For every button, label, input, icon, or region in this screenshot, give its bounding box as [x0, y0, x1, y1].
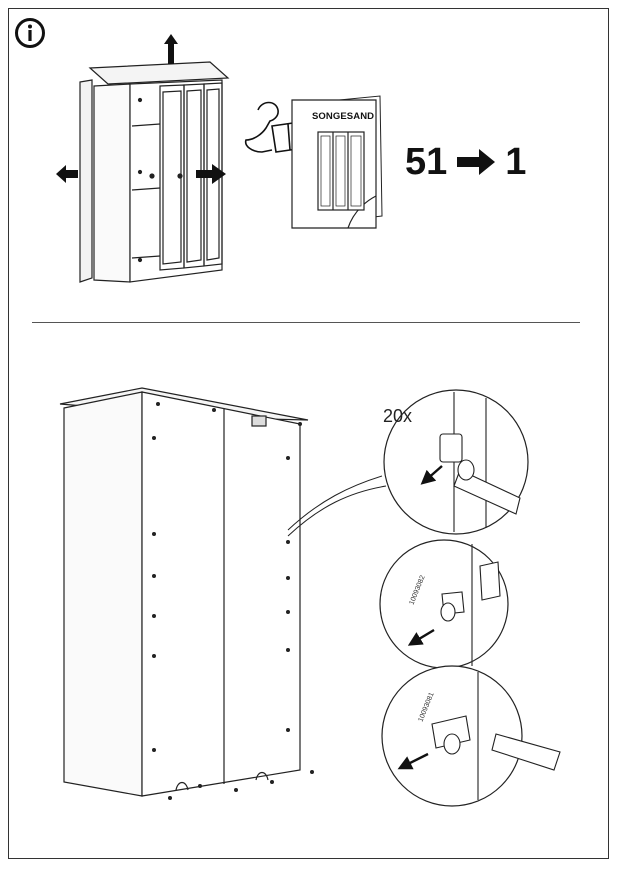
arrow-right-icon — [196, 164, 226, 184]
step-from: 51 — [405, 140, 448, 183]
arrow-up-icon — [164, 34, 178, 64]
arrow-right-icon — [457, 149, 496, 175]
step-reference: 51 1 — [405, 140, 527, 183]
section-divider — [32, 322, 580, 323]
disassembly-arrows — [56, 34, 226, 184]
booklet-title: SONGESAND — [312, 111, 375, 122]
wardrobe-back-view — [59, 387, 309, 797]
info-icon — [15, 18, 45, 48]
fastener-count: 20x — [383, 406, 413, 426]
back-panel-fasteners — [152, 402, 314, 800]
instruction-booklet — [291, 95, 383, 229]
page-frame — [8, 8, 609, 859]
wardrobe-exploded-view — [79, 61, 230, 283]
step-to: 1 — [505, 140, 527, 183]
arrow-left-icon — [56, 165, 78, 183]
